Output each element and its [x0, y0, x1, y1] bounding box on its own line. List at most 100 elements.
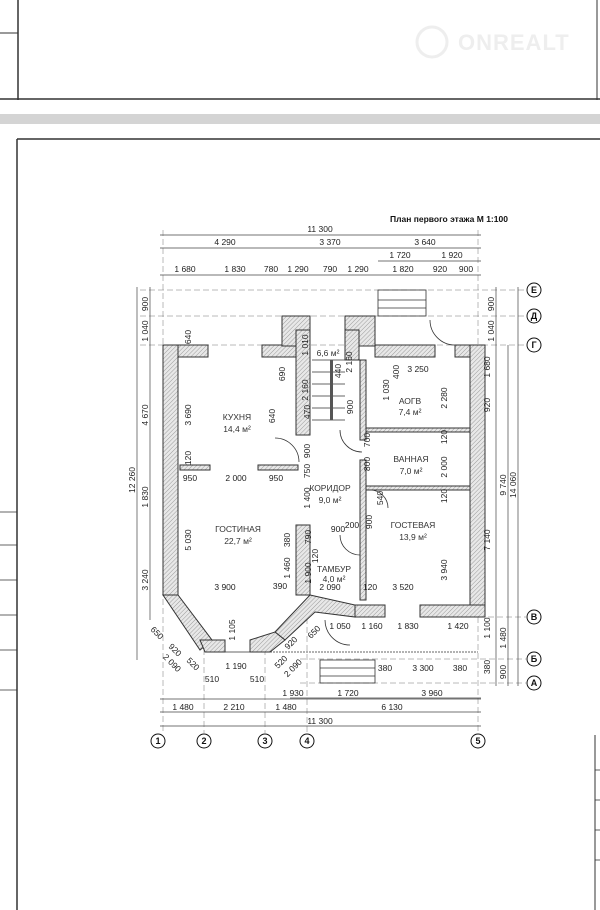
- dimension-label: 120: [439, 430, 449, 444]
- axis-A: А: [531, 678, 538, 688]
- dimension-label: 700: [362, 433, 372, 447]
- dimension-label: 1 040: [486, 320, 496, 342]
- room-area: 6,6 м²: [317, 348, 340, 358]
- interior-dimensions: 950 2 000 950 3 900 1 010 690 2 160 2 16…: [183, 334, 449, 641]
- dimension-label: 1 030: [381, 379, 391, 401]
- room-area: 13,9 м²: [399, 532, 427, 542]
- dimension-label: 440: [333, 364, 343, 378]
- dimension-label: 380: [453, 663, 467, 673]
- axis-5: 5: [475, 736, 480, 746]
- dimension-label: 1 680: [482, 356, 492, 378]
- dimension-label: 12 260: [127, 467, 137, 493]
- axis-G: Г: [531, 340, 536, 350]
- dimension-label: 2 000: [225, 473, 247, 483]
- dimension-label: 950: [269, 473, 283, 483]
- plan-title: План первого этажа М 1:100: [390, 214, 508, 224]
- walls: [162, 289, 486, 684]
- room-area: 9,0 м²: [319, 495, 342, 505]
- dimension-label: 3 940: [439, 559, 449, 581]
- dimension-label: 1 100: [482, 617, 492, 639]
- dimension-label: 510: [250, 674, 264, 684]
- dimension-label: 4 290: [214, 237, 236, 247]
- dimension-label: 3 370: [319, 237, 341, 247]
- dimension-label: 900: [140, 297, 150, 311]
- dimension-label: 650: [149, 624, 166, 641]
- dimension-label: 1 105: [227, 619, 237, 641]
- dimension-label: 380: [482, 660, 492, 674]
- dimension-label: ONREALT: [458, 30, 570, 55]
- dimension-label: 380: [282, 533, 292, 547]
- dimension-label: 3 960: [421, 688, 443, 698]
- dimension-label: 380: [378, 663, 392, 673]
- room-area: 14,4 м²: [223, 424, 251, 434]
- dimension-label: 3 250: [407, 364, 429, 374]
- dimension-label: 790: [303, 530, 313, 544]
- dimension-label: 900: [498, 665, 508, 679]
- dimension-label: 470: [302, 405, 312, 419]
- dimension-label: 520: [185, 655, 202, 672]
- dimension-label: 1 480: [498, 627, 508, 649]
- room-area: 7,4 м²: [399, 407, 422, 417]
- dimension-label: 640: [183, 330, 193, 344]
- dimension-label: 1 720: [337, 688, 359, 698]
- dimension-label: 1 010: [300, 334, 310, 356]
- dimension-label: 3 520: [392, 582, 414, 592]
- axis-D: Д: [531, 311, 538, 321]
- dimension-label: 2 160: [300, 379, 310, 401]
- dimension-label: 1 920: [441, 250, 463, 260]
- dimension-label: 120: [310, 549, 320, 563]
- dimension-label: 1 290: [347, 264, 369, 274]
- dimension-label: 2 090: [319, 582, 341, 592]
- dimension-label: 900: [345, 400, 355, 414]
- dimension-label: 1 680: [174, 264, 196, 274]
- dimension-label: 9 740: [498, 474, 508, 496]
- dimension-label: 640: [267, 409, 277, 423]
- dimension-label: 1 050: [329, 621, 351, 631]
- dimension-label: 950: [183, 473, 197, 483]
- dimension-label: 1 290: [287, 264, 309, 274]
- room-name: АОГВ: [399, 396, 422, 406]
- dimension-label: 790: [323, 264, 337, 274]
- dimension-label: 1 040: [140, 320, 150, 342]
- dimension-label: 120: [363, 582, 377, 592]
- dimension-label: 4 670: [140, 404, 150, 426]
- room-name: ВАННАЯ: [393, 454, 428, 464]
- dimension-label: 540: [375, 491, 385, 505]
- dimension-label: 1 830: [140, 486, 150, 508]
- dimension-label: 2 280: [439, 387, 449, 409]
- dimension-label: 510: [205, 674, 219, 684]
- dimension-label: 1 420: [447, 621, 469, 631]
- dimension-label: 900: [364, 515, 374, 529]
- dimension-label: 1 160: [361, 621, 383, 631]
- axis-bubbles: 1 2 3 4 5 Е Д Г В Б А: [150, 282, 542, 749]
- watermark-logo: ONREALT: [415, 25, 570, 59]
- dimension-label: 690: [277, 367, 287, 381]
- dimension-label: 900: [459, 264, 473, 274]
- dimension-label: 920: [433, 264, 447, 274]
- room-name: ТАМБУР: [317, 564, 351, 574]
- room-area: 4,0 м²: [323, 574, 346, 584]
- dimension-label: 2 090: [161, 652, 183, 674]
- dimension-label: 900: [302, 444, 312, 458]
- dimension-label: 3 240: [140, 569, 150, 591]
- axis-E: Е: [531, 285, 537, 295]
- dimension-label: 920: [482, 398, 492, 412]
- room-name: ГОСТИНАЯ: [215, 524, 261, 534]
- dimension-label: 390: [273, 581, 287, 591]
- dimension-label: 11 300: [307, 716, 333, 726]
- dimension-label: 1 720: [389, 250, 411, 260]
- dimension-label: 3 900: [214, 582, 236, 592]
- dimension-label: 2 000: [439, 456, 449, 478]
- dimension-label: 1 830: [397, 621, 419, 631]
- dimension-label: 650: [305, 623, 322, 640]
- axis-V: В: [531, 612, 538, 622]
- dimension-label: 400: [391, 365, 401, 379]
- axis-3: 3: [262, 736, 267, 746]
- dimension-label: 1 820: [392, 264, 414, 274]
- room-area: 7,0 м²: [400, 466, 423, 476]
- dimension-label: 1 190: [225, 661, 247, 671]
- page-separator: [0, 114, 600, 124]
